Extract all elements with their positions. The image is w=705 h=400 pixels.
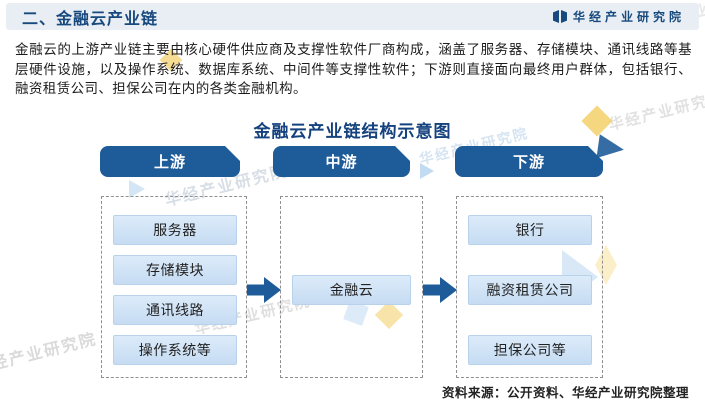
tab-midstream: 中游 <box>273 146 410 177</box>
tab-upstream: 上游 <box>100 146 240 177</box>
page-title: 二、金融云产业链 <box>22 10 159 28</box>
upstream-item: 服务器 <box>113 215 237 245</box>
tab-upstream-label: 上游 <box>153 154 186 171</box>
midstream-item: 金融云 <box>292 275 411 305</box>
tab-midstream-label: 中游 <box>325 154 358 171</box>
upstream-item: 存储模块 <box>113 255 237 285</box>
diagram-title: 金融云产业链结构示意图 <box>253 122 452 141</box>
brand-logo: 华经产业研究院 <box>552 8 685 25</box>
midstream-container: 金融云 <box>280 196 423 378</box>
right-arrow-icon <box>247 277 281 303</box>
source-note: 资料来源：公开资料、华经产业研究院整理 <box>441 386 689 400</box>
header-bar: 二、金融云产业链 华经产业研究院 <box>6 3 699 30</box>
right-arrow-icon <box>423 277 457 303</box>
tab-downstream: 下游 <box>455 146 603 177</box>
brand-name: 华经产业研究院 <box>572 10 685 24</box>
book-bars-icon <box>552 10 567 23</box>
watermark-triangle-icon <box>420 163 434 179</box>
downstream-item: 银行 <box>468 215 592 245</box>
downstream-item: 担保公司等 <box>468 335 592 365</box>
intro-paragraph: 金融云的上游产业链主要由核心硬件供应商及支撑性软件厂商构成，涵盖了服务器、存储模… <box>15 42 692 96</box>
upstream-item: 操作系统等 <box>113 335 237 365</box>
upstream-container: 服务器 存储模块 通讯线路 操作系统等 <box>101 196 247 378</box>
downstream-container: 银行 融资租赁公司 担保公司等 <box>456 196 603 378</box>
watermark-text: 华经产业研究院 <box>0 330 99 378</box>
upstream-item: 通讯线路 <box>113 295 237 325</box>
tab-downstream-label: 下游 <box>512 154 545 171</box>
downstream-item: 融资租赁公司 <box>468 275 592 305</box>
